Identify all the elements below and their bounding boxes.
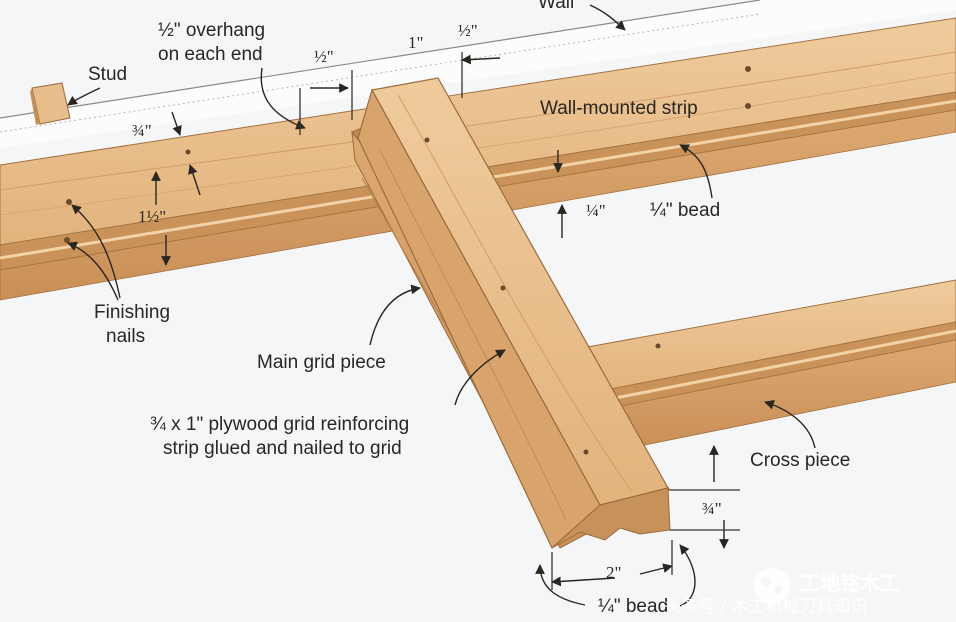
- stud-arrow: [67, 87, 101, 106]
- finishing-arrow-2: [67, 241, 119, 301]
- watermark-text: 头条号 / 木工机械刀具知识: [664, 597, 868, 617]
- bead-bottom-left-arrow: [535, 564, 586, 606]
- label-reinforcing-1: ¾ x 1" plywood grid reinforcing: [150, 414, 409, 435]
- three-quarter-top-arrow: [171, 111, 182, 136]
- label-main-grid-piece: Main grid piece: [257, 352, 386, 373]
- label-reinforcing-2: strip glued and nailed to grid: [163, 438, 402, 459]
- stud: [30, 82, 71, 125]
- cross-piece-arrow: [764, 400, 816, 449]
- dim-half-right: ½": [458, 21, 478, 40]
- cross-piece: [559, 279, 956, 451]
- label-wall: Wall: [538, 0, 574, 13]
- label-overhang-2: on each end: [158, 44, 263, 65]
- watermark: 工地铭木工 头条号 / 木工机械刀具知识: [664, 568, 900, 617]
- wall-arrow: [589, 4, 626, 31]
- leader-lines: [67, 4, 816, 607]
- label-cross-piece: Cross piece: [750, 450, 850, 471]
- reinforcing-arrow: [454, 349, 506, 406]
- label-finishing-1: Finishing: [94, 302, 170, 323]
- dim-half-left: ½": [314, 47, 334, 66]
- two-inch-left-arrow: [551, 576, 616, 587]
- watermark-logo-icon: [754, 568, 790, 604]
- label-finishing-2: nails: [106, 326, 145, 347]
- watermark-brand: 工地铭木工: [800, 571, 900, 595]
- dim-one-and-half: 1½": [138, 207, 166, 226]
- label-bead-wall: ¼" bead: [650, 200, 720, 221]
- bead-wall-arrow: [679, 144, 713, 199]
- label-wall-mounted-strip: Wall-mounted strip: [540, 98, 698, 119]
- dim-quarter: ¼": [586, 201, 606, 220]
- dim-one-inch: 1": [408, 33, 423, 52]
- dim-two-inch: 2": [606, 563, 621, 582]
- two-inch-right-arrow: [639, 563, 673, 575]
- dim-three-quarter-left: ¾": [132, 121, 152, 140]
- half-right-arrow: [461, 54, 501, 65]
- main-grid-arrow: [369, 284, 421, 346]
- overhang-arrow: [260, 67, 306, 130]
- label-overhang-1: ½" overhang: [158, 20, 265, 41]
- main-grid-piece: [357, 77, 671, 549]
- dim-three-quarter-right: ¾": [702, 499, 722, 518]
- bead-bottom-right-arrow: [679, 544, 696, 607]
- label-stud: Stud: [88, 64, 127, 85]
- three-quarter-bottom-arrow: [188, 164, 201, 196]
- wall: [0, 0, 956, 148]
- finishing-arrow-1: [71, 204, 121, 299]
- label-bead-bottom: ¼" bead: [598, 596, 668, 617]
